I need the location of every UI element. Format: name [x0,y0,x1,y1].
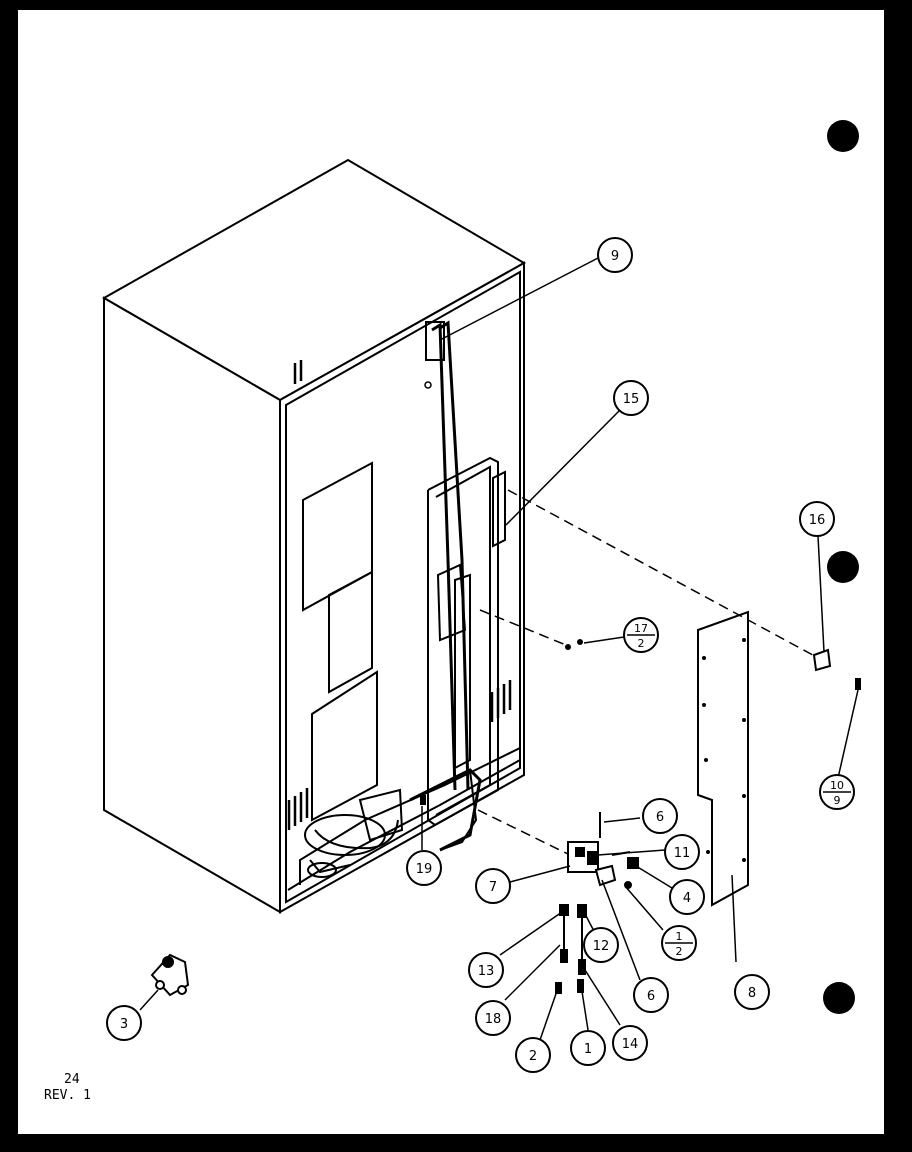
callout-19 [406,850,442,886]
left-border-line [14,8,18,1140]
callout-15 [613,380,649,416]
callout-13 [468,952,504,988]
callout-14 [612,1025,648,1061]
bottom-border-line [14,1134,894,1140]
binder-hole-middle [827,551,859,583]
rear-access-panel [697,610,749,907]
callout-label-11: 11 [674,846,691,861]
leader-lines [139,257,859,1041]
callout-16 [799,501,835,537]
callout-label-16: 16 [809,513,826,528]
water-valve-bracket [425,321,445,361]
callout-6b [633,977,669,1013]
split-balloon-dividers [627,634,851,944]
callout-label-6a: 6 [656,810,664,825]
fastener-19 [420,795,426,805]
callout-3 [106,1005,142,1041]
callout-label-3: 3 [120,1017,128,1032]
callout-label-14: 14 [622,1037,639,1052]
callout-label-10: 10 [830,779,844,792]
callout-label-15: 15 [623,392,640,407]
callout-1 [570,1030,606,1066]
callout-label-8: 8 [748,986,756,1001]
callout-label-6b: 6 [647,989,655,1004]
compressor-assembly [304,788,404,878]
revision-label: REV. 1 [44,1088,91,1103]
callout-label-10-sub: 9 [834,794,841,807]
alignment-lines [477,489,823,856]
callout-label-17: 17 [634,622,648,635]
callout-11 [664,834,700,870]
screw-part-10 [855,678,861,690]
callout-balloons [106,237,855,1073]
callout-label-17-sub: 2 [638,637,645,650]
callout-label-18: 18 [485,1012,502,1027]
callout-label-13: 13 [478,964,495,979]
callout-label-7: 7 [489,880,497,895]
callout-label-2: 2 [529,1049,537,1064]
callout-12 [583,927,619,963]
callout-18 [475,1000,511,1036]
callout-8 [734,974,770,1010]
callout-label-12: 12 [593,939,610,954]
binder-hole-top [827,120,859,152]
callout-label-1b: 1 [584,1042,592,1057]
refrigerator-cabinet [101,158,527,914]
callout-label-4: 4 [683,891,691,906]
water-valve-assembly [567,812,639,889]
callout-label-1-sub: 2 [676,945,683,958]
callout-6a [642,798,678,834]
bracket-screw [424,381,432,389]
fastener-17 [565,644,571,650]
fastener-17-b [577,639,583,645]
callout-2 [515,1037,551,1073]
page-number: 24 [64,1072,80,1087]
callout-label-9: 9 [611,249,619,264]
callout-4 [669,879,705,915]
panel-screw-holes [702,638,746,862]
binder-hole-bottom [823,982,855,1014]
callout-label-1: 1 [676,930,683,943]
callout-9 [597,237,633,273]
loose-valve-part-3 [150,953,190,997]
callout-7 [475,868,511,904]
callout-label-19: 19 [416,862,433,877]
water-fittings [555,904,587,994]
